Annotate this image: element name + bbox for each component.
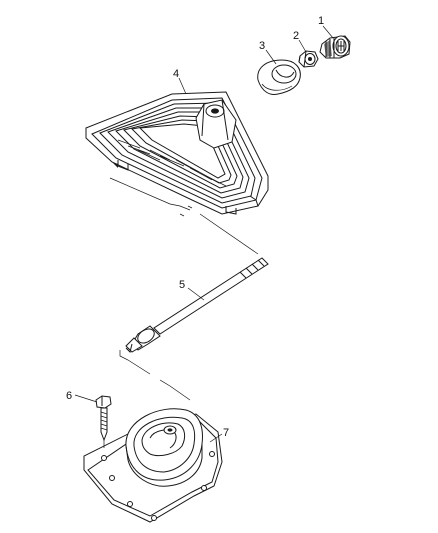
callout-5: 5 bbox=[179, 279, 185, 291]
callout-6: 6 bbox=[66, 390, 72, 402]
callout-7: 7 bbox=[223, 427, 229, 439]
part-2-jam-nut bbox=[298, 50, 319, 68]
part-7-base-plate bbox=[83, 408, 223, 523]
part-5-shift-lever bbox=[125, 257, 269, 353]
callout-labels: 1 2 3 4 5 6 7 bbox=[66, 15, 324, 439]
callout-4: 4 bbox=[173, 68, 179, 80]
callout-1: 1 bbox=[318, 15, 324, 27]
part-1-shift-cap bbox=[319, 35, 351, 59]
leader-lines bbox=[74, 25, 334, 443]
assembly-lines bbox=[103, 177, 259, 448]
part-3-shift-knob bbox=[257, 59, 301, 95]
part-6-bolt bbox=[95, 395, 112, 442]
callout-3: 3 bbox=[259, 40, 265, 52]
callout-2: 2 bbox=[293, 30, 299, 42]
part-4-shift-boot bbox=[85, 91, 269, 215]
